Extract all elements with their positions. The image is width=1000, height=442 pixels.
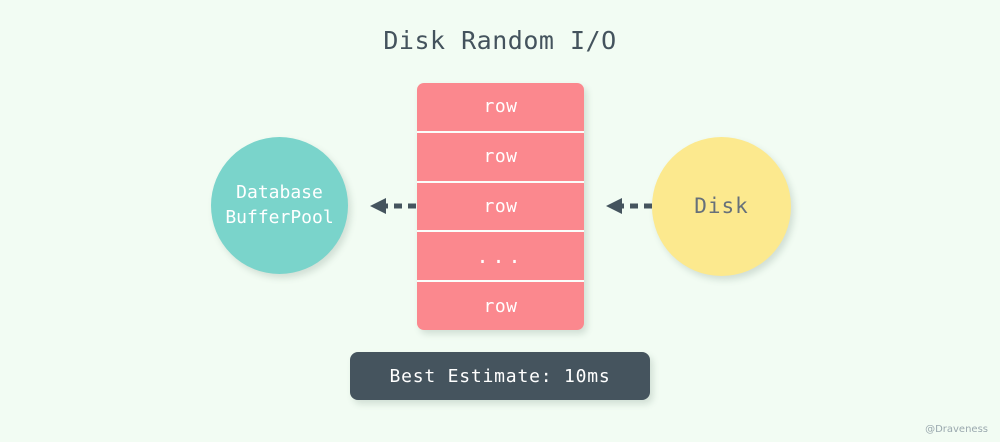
status-badge-label: Best Estimate: 10ms (389, 365, 611, 387)
arrow-rows-to-bufferpool (370, 198, 416, 214)
row-cell: row (417, 183, 584, 233)
row-cell: row (417, 83, 584, 133)
node-bufferpool-label-line2: BufferPool (225, 206, 334, 228)
row-cell: row (483, 295, 518, 317)
watermark: @Draveness (925, 424, 988, 435)
row-cell-ellipsis: ... (417, 232, 584, 283)
arrow-disk-to-rows (606, 198, 652, 214)
row-cell: row (417, 133, 584, 183)
node-disk: Disk (652, 137, 791, 276)
node-database-bufferpool: Database BufferPool (211, 137, 348, 274)
node-bufferpool-label-line1: Database (236, 182, 323, 204)
status-badge: Best Estimate: 10ms (350, 352, 650, 400)
page-title: Disk Random I/O (383, 26, 617, 55)
node-disk-label: Disk (694, 194, 749, 219)
rows-stack: row row row ... row (417, 83, 584, 330)
